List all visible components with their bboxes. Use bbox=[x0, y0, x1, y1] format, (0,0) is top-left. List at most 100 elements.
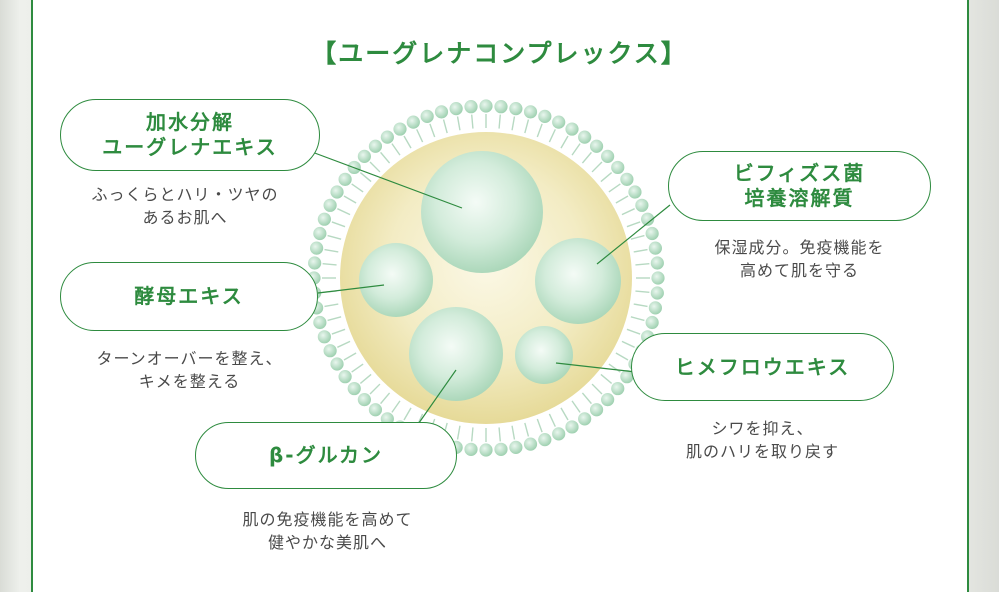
membrane-tail bbox=[511, 116, 516, 131]
membrane-bead bbox=[464, 442, 478, 456]
membrane-bead bbox=[464, 100, 478, 114]
membrane-tail bbox=[359, 172, 372, 183]
membrane-bead bbox=[323, 344, 337, 358]
membrane-bead bbox=[308, 256, 322, 270]
membrane-tail bbox=[498, 427, 501, 442]
membrane-bead bbox=[601, 393, 615, 407]
membrane-tail bbox=[591, 161, 603, 173]
membrane-tail bbox=[324, 248, 339, 253]
connector-yeast bbox=[317, 284, 385, 294]
membrane-bead bbox=[578, 412, 592, 426]
membrane-tail bbox=[391, 400, 401, 413]
membrane-tail bbox=[322, 263, 337, 266]
membrane-tail bbox=[635, 263, 650, 266]
membrane-bead bbox=[357, 149, 371, 163]
membrane-bead bbox=[650, 256, 664, 270]
desc-hydrolyzed-euglena: ふっくらとハリ・ツヤの あるお肌へ bbox=[91, 185, 279, 228]
membrane-bead bbox=[611, 381, 625, 396]
membrane-tail bbox=[456, 116, 461, 131]
membrane-tail bbox=[626, 328, 641, 335]
membrane-tail bbox=[359, 373, 372, 384]
membrane-bead bbox=[338, 172, 352, 186]
membrane-tail bbox=[324, 303, 339, 308]
sphere-euglena bbox=[421, 151, 543, 273]
membrane-bead bbox=[538, 109, 552, 123]
membrane-tail bbox=[626, 221, 641, 228]
sphere-beta-glucan bbox=[409, 307, 503, 401]
membrane-bead bbox=[589, 403, 604, 417]
membrane-bead bbox=[635, 198, 649, 212]
membrane-tail bbox=[456, 425, 461, 440]
membrane-tail bbox=[630, 234, 645, 240]
membrane-tail bbox=[327, 316, 342, 322]
label-line: ビフィズス菌 bbox=[733, 161, 866, 185]
membrane-tail bbox=[591, 383, 603, 395]
membrane-bead bbox=[317, 212, 331, 226]
membrane-bead bbox=[552, 115, 566, 129]
membrane-bead bbox=[650, 286, 664, 300]
membrane-bead bbox=[310, 241, 324, 255]
membrane-bead bbox=[601, 149, 615, 163]
membrane-tail bbox=[511, 425, 516, 440]
membrane-tail bbox=[471, 114, 474, 129]
membrane-bead bbox=[648, 241, 662, 255]
membrane-bead bbox=[313, 226, 327, 241]
membrane-bead bbox=[393, 122, 407, 136]
membrane-bead bbox=[338, 370, 352, 384]
membrane-tail bbox=[630, 316, 645, 322]
membrane-tail bbox=[498, 114, 501, 129]
desc-bifidus: 保湿成分。免疫機能を 高めて肌を守る bbox=[714, 238, 885, 281]
sphere-himefuro bbox=[515, 326, 573, 384]
membrane-tail bbox=[548, 413, 556, 427]
membrane-tail bbox=[560, 135, 569, 149]
membrane-tail bbox=[560, 407, 569, 421]
membrane-tail bbox=[369, 161, 381, 173]
membrane-bead bbox=[330, 185, 344, 199]
membrane-bead bbox=[645, 315, 659, 330]
desc-yeast-extract: ターンオーバーを整え、 キメを整える bbox=[96, 349, 283, 392]
membrane-tail bbox=[442, 119, 448, 134]
membrane-tail bbox=[524, 422, 530, 437]
membrane-tail bbox=[581, 151, 592, 164]
membrane-tail bbox=[571, 400, 581, 413]
membrane-tail bbox=[581, 392, 592, 405]
membrane-tail bbox=[608, 183, 621, 193]
membrane-bead bbox=[538, 433, 552, 447]
membrane-tail bbox=[416, 129, 424, 143]
membrane-bead bbox=[420, 109, 434, 123]
membrane-bead bbox=[628, 185, 642, 199]
sphere-bifidus bbox=[535, 238, 621, 324]
membrane-bead bbox=[523, 437, 538, 451]
membrane-tail bbox=[380, 151, 391, 164]
membrane-tail bbox=[403, 135, 412, 149]
membrane-bead bbox=[651, 271, 665, 285]
membrane-bead bbox=[317, 330, 331, 344]
connector-himefuro bbox=[555, 362, 637, 373]
membrane-bead bbox=[611, 160, 625, 175]
membrane-tail bbox=[536, 123, 543, 138]
membrane-tail bbox=[615, 195, 629, 204]
label-line: 酵母エキス bbox=[134, 284, 244, 308]
membrane-bead bbox=[494, 442, 508, 456]
label-line: 培養溶解質 bbox=[744, 186, 855, 210]
membrane-bead bbox=[578, 130, 592, 144]
membrane-tail bbox=[621, 340, 635, 348]
membrane-bead bbox=[347, 381, 361, 396]
membrane-bead bbox=[494, 100, 508, 114]
label-line: β-グルカン bbox=[268, 443, 384, 467]
label-yeast-extract: 酵母エキス bbox=[60, 262, 318, 331]
membrane-bead bbox=[620, 172, 634, 186]
membrane-bead bbox=[620, 370, 634, 384]
membrane-tail bbox=[615, 352, 629, 361]
membrane-tail bbox=[351, 183, 364, 193]
membrane-tail bbox=[608, 363, 621, 373]
membrane-bead bbox=[406, 115, 420, 129]
connector-beta-glucan bbox=[413, 369, 457, 431]
membrane-tail bbox=[380, 392, 391, 405]
membrane-bead bbox=[523, 105, 538, 119]
membrane-bead bbox=[313, 315, 327, 330]
membrane-bead bbox=[648, 301, 662, 315]
connector-bifidus bbox=[596, 204, 671, 265]
membrane-tail bbox=[369, 383, 381, 395]
label-line: ヒメフロウエキス bbox=[674, 354, 851, 379]
